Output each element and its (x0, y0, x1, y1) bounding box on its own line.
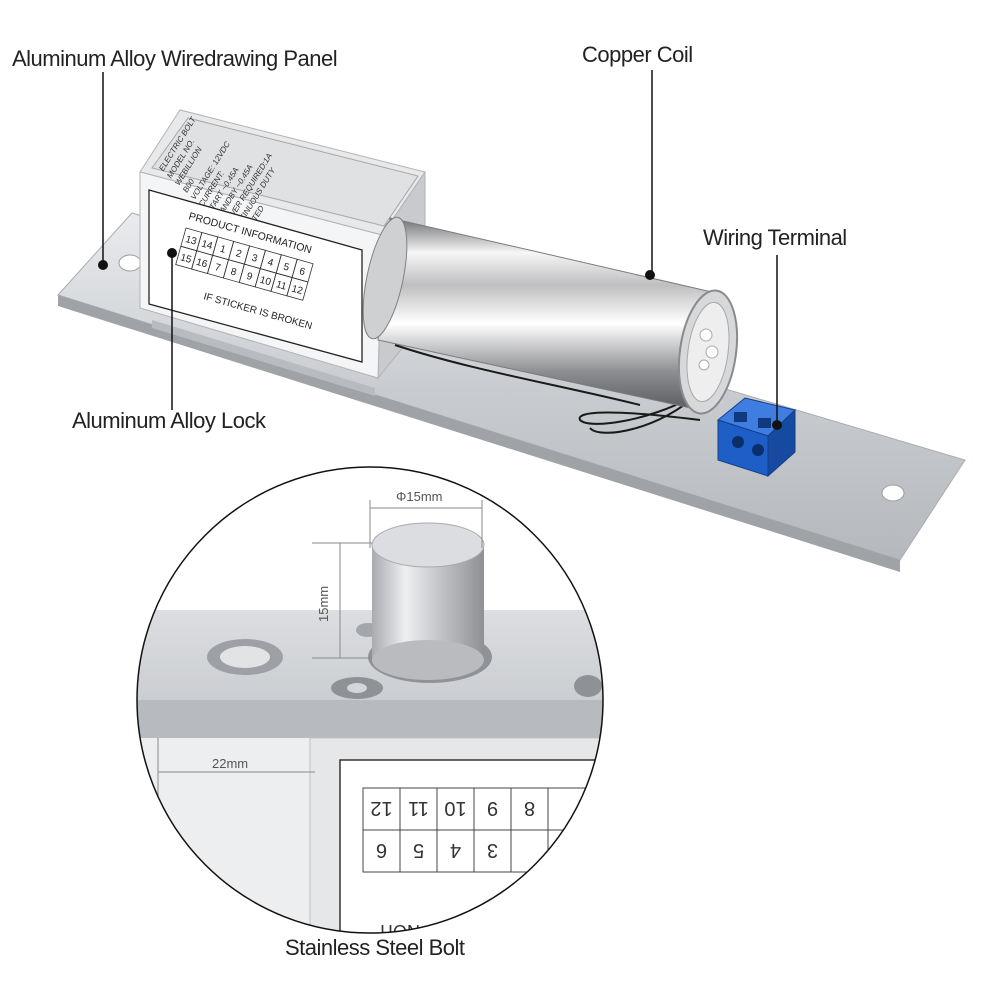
zoom-sticker-number: 8 (524, 797, 535, 819)
zoom-sticker-number: 6 (376, 839, 387, 861)
sticker-cell (286, 277, 309, 301)
sticker-number: 10 (258, 275, 272, 289)
callout-wiring-terminal: Wiring Terminal (703, 225, 847, 250)
zoom-sticker-number: 12 (370, 797, 392, 819)
dimension-diameter: Φ15mm (396, 489, 443, 504)
sticker-number: 16 (195, 257, 209, 271)
zoom-sticker-cell (584, 829, 603, 873)
zoom-sticker-cell (584, 787, 603, 831)
sticker-number: 15 (179, 252, 193, 266)
callout-stainless-bolt: Stainless Steel Bolt (285, 935, 465, 960)
zoom-sticker-number: 9 (487, 797, 498, 819)
callout-wiredrawing-panel: Aluminum Alloy Wiredrawing Panel (12, 46, 338, 71)
sticker-number: 4 (266, 257, 275, 269)
sticker-number: 5 (282, 262, 291, 274)
sticker-number: 2 (234, 248, 243, 260)
zoom-sticker-number: 11 (408, 797, 429, 819)
sticker-number: 11 (275, 279, 288, 293)
sticker-number: 13 (184, 234, 198, 248)
sticker-number: 1 (219, 244, 228, 256)
sticker-number: 14 (200, 238, 214, 252)
callout-aluminum-lock: Aluminum Alloy Lock (72, 408, 266, 433)
leader-lines (102, 70, 778, 422)
sticker-number: 12 (290, 284, 304, 298)
sticker-number: 6 (298, 266, 307, 278)
dimension-width: 22mm (212, 756, 248, 771)
sticker-number: 9 (245, 271, 254, 283)
leader-dots (98, 248, 782, 430)
copper-coil (362, 216, 739, 415)
zoom-sticker-number: 10 (444, 797, 466, 819)
dimension-height: 15mm (316, 586, 331, 622)
callout-copper-coil: Copper Coil (582, 42, 693, 67)
sticker-number: 8 (229, 266, 238, 278)
sticker-number: 7 (213, 262, 222, 274)
zoom-sticker-number: 3 (487, 839, 498, 861)
zoom-sticker-number: 4 (450, 839, 461, 861)
zoom-sticker-number: 5 (413, 839, 424, 861)
sticker-number: 3 (250, 253, 259, 265)
